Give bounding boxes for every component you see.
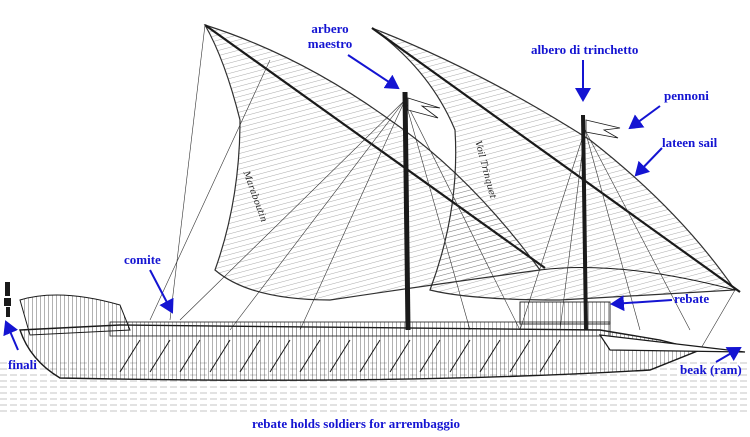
fore-sail: [371, 27, 741, 301]
label-maestro: maestro: [307, 36, 353, 51]
arrow-lateen-sail: [634, 147, 663, 177]
label-pennoni: pennoni: [664, 88, 709, 103]
label-lateen-sail: lateen sail: [662, 135, 718, 150]
rebate-platform: [519, 301, 611, 325]
annotation-arrows: [3, 54, 742, 363]
beak-ram: [598, 334, 746, 353]
finali-lanterns: [4, 282, 11, 317]
arrow-maestro: [347, 54, 400, 90]
arrow-comite: [149, 269, 174, 314]
main-pennant: [407, 97, 441, 119]
rigging: [149, 24, 736, 351]
fore-mast: [581, 114, 588, 331]
label-finali: finali: [8, 357, 37, 372]
label-comite: comite: [124, 252, 161, 267]
main-mast: [402, 91, 411, 331]
arrow-beak: [715, 346, 742, 363]
arrow-finali: [3, 320, 19, 351]
hull: [19, 294, 746, 381]
label-arbero-maestro: arbero maestro: [300, 21, 360, 51]
caption: rebate holds soldiers for arrembaggio: [252, 416, 460, 431]
arrow-pennoni: [628, 105, 661, 130]
label-beak-ram: beak (ram): [680, 362, 742, 377]
label-arbero: arbero: [311, 21, 349, 36]
label-albero-di-trinchetto: albero di trinchetto: [531, 42, 639, 57]
arrow-rebate: [610, 295, 673, 312]
fore-pennant: [585, 119, 621, 139]
oars: [119, 339, 561, 373]
label-rebate: rebate: [674, 291, 710, 306]
